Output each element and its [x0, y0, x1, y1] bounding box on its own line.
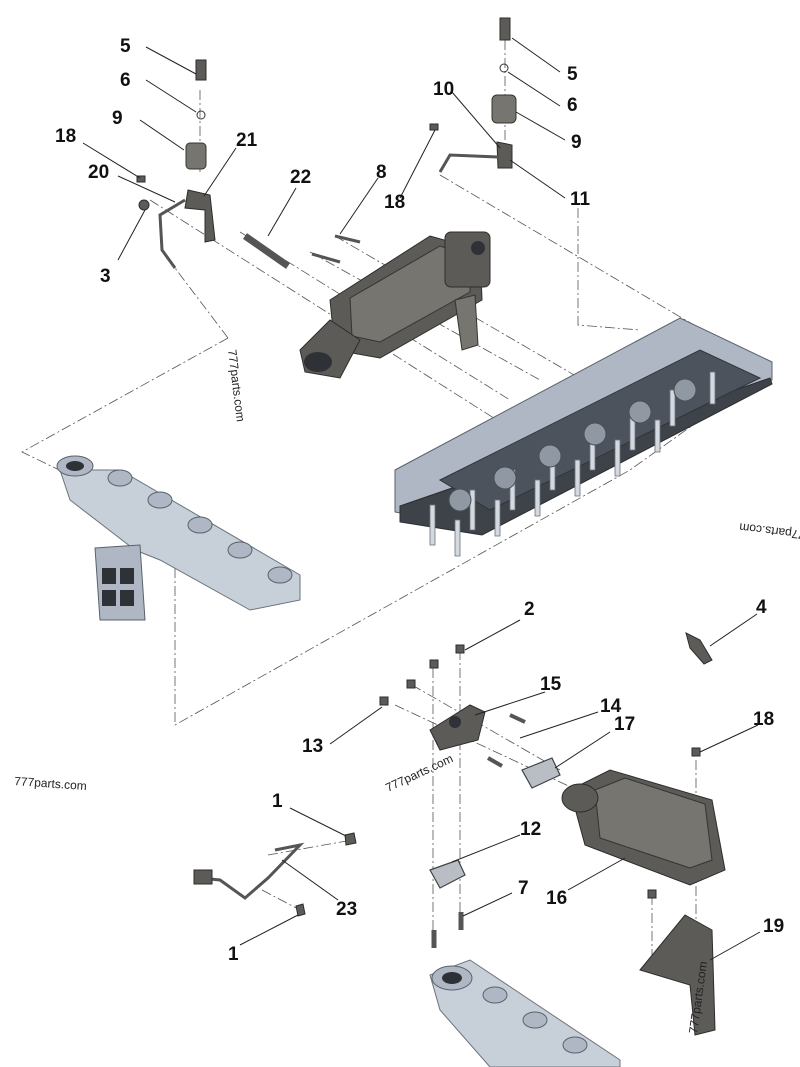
- callout-1-lower: 1: [228, 944, 239, 965]
- callout-9-right: 9: [571, 132, 582, 153]
- callout-7: 7: [518, 878, 529, 899]
- egr-cooler-lower: [379, 632, 726, 1036]
- callout-21: 21: [236, 130, 258, 151]
- egr-cooler-upper: [299, 231, 491, 379]
- callout-20: 20: [88, 162, 109, 183]
- watermark-left: 777parts.com: [14, 774, 88, 793]
- callout-1-upper: 1: [272, 791, 283, 812]
- watermark-center: 777parts.com: [383, 751, 455, 794]
- callout-11: 11: [570, 189, 591, 210]
- callout-14: 14: [600, 696, 622, 717]
- sensor-cable: [193, 832, 357, 917]
- callout-17: 17: [614, 714, 635, 735]
- sensor-assembly-left: [136, 59, 361, 269]
- callout-10: 10: [433, 79, 454, 100]
- callout-8: 8: [376, 162, 387, 183]
- sensor-assembly-right: [429, 17, 517, 173]
- callout-4: 4: [756, 597, 767, 618]
- exhaust-manifold-lower: [429, 959, 621, 1067]
- callout-2: 2: [524, 599, 535, 620]
- callout-6-right: 6: [567, 95, 578, 116]
- exhaust-manifold: [56, 455, 301, 621]
- callout-12: 12: [520, 819, 541, 840]
- callout-22: 22: [290, 167, 311, 188]
- callout-numbers: 1 1 2 3 4 5 5 6 6 7 8 9 9 10 11 12 13 14…: [55, 36, 784, 965]
- callout-5-left: 5: [120, 36, 131, 57]
- cylinder-head: [394, 317, 773, 557]
- watermark-upside-down: 777parts.com: [738, 520, 800, 543]
- callout-18-mid: 18: [384, 192, 405, 213]
- callout-18-right: 18: [753, 709, 774, 730]
- leader-lines: [82, 37, 761, 961]
- callout-19: 19: [763, 916, 784, 937]
- callout-9-left: 9: [112, 108, 123, 129]
- callout-13: 13: [302, 736, 323, 757]
- callout-16: 16: [546, 888, 567, 909]
- callout-5-right: 5: [567, 64, 578, 85]
- watermark-vertical: 777parts.com: [225, 349, 248, 423]
- callout-3: 3: [100, 266, 111, 287]
- callout-23: 23: [336, 899, 357, 920]
- callout-6-left: 6: [120, 70, 131, 91]
- callout-18-left: 18: [55, 126, 76, 147]
- callout-15: 15: [540, 674, 562, 695]
